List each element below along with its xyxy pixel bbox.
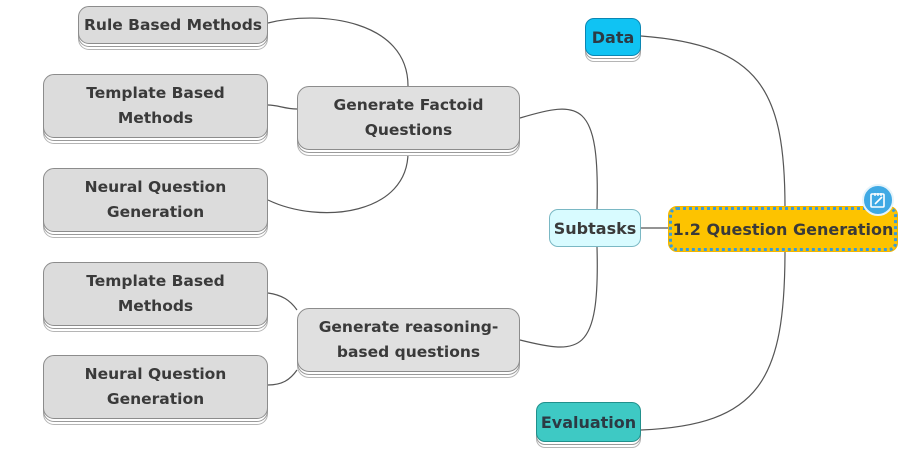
link-root-data [640,35,786,209]
note-glyph-icon [870,193,885,208]
link-factoid-neural [267,149,409,214]
link-factoid-template [267,104,298,110]
branch-label-line1: Generate Factoid [333,96,484,114]
link-factoid-rule [267,17,409,87]
evaluation-label: Evaluation [540,412,637,432]
link-subtasks-factoid [519,108,598,211]
leaf-label-line1: Rule Based Methods [83,15,263,34]
branch-generate-reasoning-questions[interactable]: Generate reasoning- based questions [297,308,520,372]
branch-label-line1: Generate reasoning- [318,318,499,336]
root-label: 1.2 Question Generation [672,219,894,239]
leaf-neural-question-generation-reasoning[interactable]: Neural Question Generation [43,355,268,419]
leaf-label-line2: Generation [106,203,205,221]
note-icon[interactable] [862,184,894,216]
leaf-template-based-methods[interactable]: Template Based Methods [43,74,268,138]
data-label: Data [591,27,635,47]
leaf-rule-based-methods[interactable]: Rule Based Methods [78,6,268,44]
leaf-template-based-methods-reasoning[interactable]: Template Based Methods [43,262,268,326]
node-evaluation[interactable]: Evaluation [536,402,641,442]
link-reasoning-template [267,292,298,311]
node-subtasks[interactable]: Subtasks [549,209,641,247]
branch-label-line2: based questions [336,343,481,361]
leaf-neural-question-generation[interactable]: Neural Question Generation [43,168,268,232]
link-reasoning-neural [267,369,298,386]
leaf-label-line1: Template Based [86,272,225,290]
leaf-label-line2: Generation [106,390,205,408]
leaf-label-line1: Template Based [86,84,225,102]
node-data[interactable]: Data [585,18,641,56]
link-root-evaluation [640,249,786,431]
leaf-label-line2: Methods [117,109,194,127]
subtasks-label: Subtasks [553,218,637,238]
leaf-label-line1: Neural Question [84,178,227,196]
branch-generate-factoid-questions[interactable]: Generate Factoid Questions [297,86,520,150]
leaf-label-line2: Methods [117,297,194,315]
branch-label-line2: Questions [364,121,453,139]
link-subtasks-reasoning [519,246,598,348]
leaf-label-line1: Neural Question [84,365,227,383]
root-node-question-generation[interactable]: 1.2 Question Generation [669,207,897,251]
